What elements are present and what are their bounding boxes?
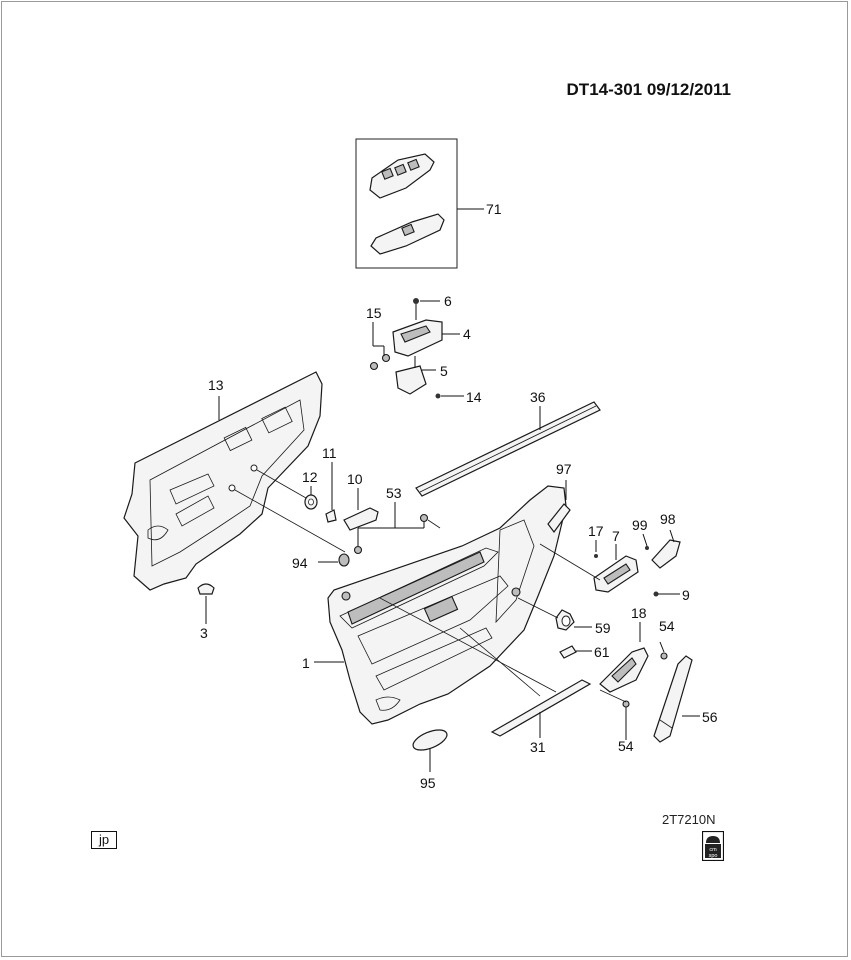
parts-59-61	[517, 597, 592, 659]
callout-97: 97	[556, 461, 572, 477]
callout-4: 4	[463, 326, 471, 342]
cm-spo-icon: cm spo	[702, 831, 724, 861]
callout-94: 94	[292, 555, 308, 571]
pull-handle-group	[599, 622, 700, 743]
callout-18: 18	[631, 605, 647, 621]
callout-6: 6	[444, 293, 452, 309]
part-13-inner-panel	[123, 371, 346, 591]
callout-61: 61	[594, 644, 610, 660]
callout-14: 14	[466, 389, 482, 405]
callout-15: 15	[366, 305, 382, 321]
callout-11: 11	[322, 445, 337, 461]
part-1-door-trim-panel	[314, 485, 567, 725]
callout-17: 17	[588, 523, 604, 539]
hardware-11-12-10	[304, 462, 379, 531]
callout-99: 99	[632, 517, 648, 533]
callout-54-upper: 54	[659, 618, 675, 634]
callout-10: 10	[347, 471, 363, 487]
callout-98: 98	[660, 511, 676, 527]
callout-labels: 71 6 15 4 5 14 13 36 11 12 10 53 97 17 7…	[200, 201, 718, 791]
jp-badge: jp	[91, 831, 117, 849]
part-95-cap	[412, 729, 448, 772]
callout-59: 59	[595, 620, 611, 636]
callout-1: 1	[302, 655, 310, 671]
svg-text:spo: spo	[709, 853, 718, 859]
callout-53: 53	[386, 485, 402, 501]
callout-5: 5	[440, 363, 448, 379]
callout-36: 36	[530, 389, 546, 405]
switch-bezel-cluster	[369, 298, 464, 399]
callout-54-lower: 54	[618, 738, 634, 754]
callout-12: 12	[302, 469, 318, 485]
inside-handle-group	[539, 529, 681, 597]
callout-95: 95	[420, 775, 436, 791]
callout-3: 3	[200, 625, 208, 641]
part-94-nut	[318, 553, 350, 567]
callout-31: 31	[530, 739, 546, 755]
part-3-clip	[197, 583, 215, 624]
sheet-code: DT14-301 09/12/2011	[566, 80, 731, 99]
part-71-switch-box	[355, 138, 484, 269]
callout-7: 7	[612, 528, 620, 544]
part-53-clips	[353, 502, 441, 555]
callout-13: 13	[208, 377, 224, 393]
part-97-cover	[547, 480, 571, 534]
callout-56: 56	[702, 709, 718, 725]
part-36-weatherstrip	[415, 401, 601, 497]
callout-71: 71	[486, 201, 502, 217]
part-31-garnish	[490, 679, 592, 738]
svg-text:cm: cm	[709, 847, 717, 853]
reference-code: 2T7210N	[662, 812, 716, 827]
callout-9: 9	[682, 587, 690, 603]
